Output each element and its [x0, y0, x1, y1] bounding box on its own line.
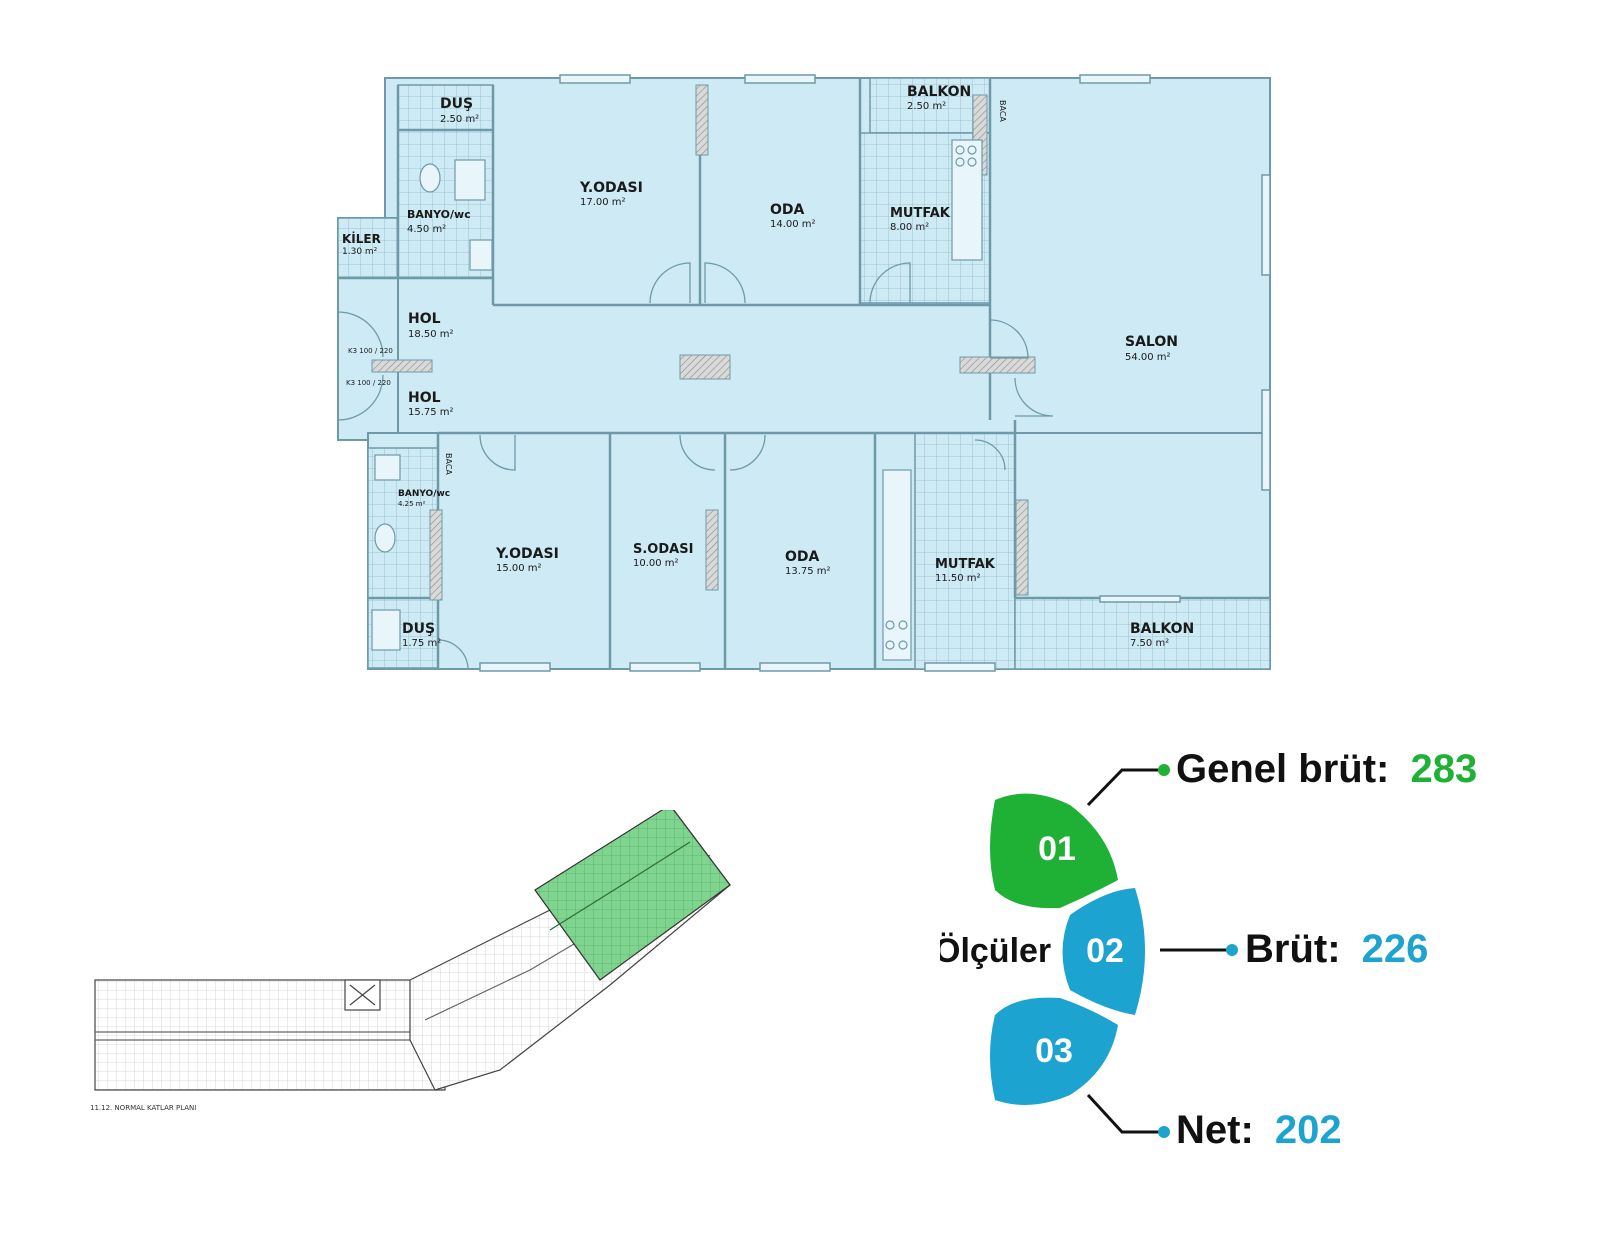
legend-item-label: Genel brüt:	[1176, 747, 1389, 791]
connector-dot	[1226, 944, 1238, 956]
room-area: 18.50 m²	[408, 329, 454, 340]
room-area: 2.50 m²	[440, 114, 479, 125]
room-area: 2.50 m²	[907, 101, 946, 112]
shaft-hatches	[371, 84, 1036, 601]
room-area: 4.25 m²	[398, 500, 426, 508]
room-name: Y.ODASI	[495, 546, 559, 562]
room-name: BALKON	[907, 84, 971, 100]
segment-02-number: 02	[1086, 932, 1124, 970]
room-area: 15.00 m²	[496, 563, 542, 574]
room-area: 17.00 m²	[580, 197, 626, 208]
room-area: 10.00 m²	[633, 558, 679, 569]
room-name: DUŞ	[402, 621, 435, 637]
wet-areas	[337, 77, 1271, 670]
segment-01	[990, 793, 1118, 909]
legend-center-label: Ölçüler	[940, 932, 1051, 970]
room-name: ODA	[785, 549, 820, 565]
room-area: 54.00 m²	[1125, 352, 1171, 363]
room-name: MUTFAK	[935, 557, 996, 572]
room-name: S.ODASI	[633, 542, 693, 557]
measurements-legend: 01 02 03 Ölçüler Genel brüt: 283 Brüt: 2…	[940, 747, 1477, 1152]
key-plan: 11.12. NORMAL KATLAR PLANI	[90, 810, 731, 1112]
room-name: SALON	[1125, 334, 1178, 350]
segment-03-number: 03	[1035, 1032, 1073, 1070]
room-area: 11.50 m²	[935, 573, 981, 584]
building-straight-wing	[94, 979, 446, 1091]
floor-plan: DUŞ 2.50 m² BANYO/wc 4.50 m² KİLER 1.30 …	[337, 74, 1271, 672]
room-labels: DUŞ 2.50 m² BANYO/wc 4.50 m² KİLER 1.30 …	[342, 84, 1194, 649]
legend-item-02: Brüt: 226	[1245, 927, 1428, 971]
room-area: 8.00 m²	[890, 222, 929, 233]
windows	[479, 74, 1271, 672]
legend-item-value: 283	[1410, 747, 1477, 791]
baca-label: BACA	[998, 100, 1007, 122]
legend-item-label: Brüt:	[1245, 927, 1341, 971]
fixtures	[371, 139, 983, 661]
room-name: BANYO/wc	[398, 489, 450, 499]
room-area: 7.50 m²	[1130, 638, 1169, 649]
door-label: K3 100 / 220	[346, 379, 391, 387]
room-name: MUTFAK	[890, 206, 951, 221]
highlighted-unit	[534, 810, 731, 981]
room-area: 13.75 m²	[785, 566, 831, 577]
room-name: HOL	[408, 390, 441, 406]
keyplan-caption: 11.12. NORMAL KATLAR PLANI	[90, 1104, 196, 1112]
baca-label: BACA	[444, 453, 453, 475]
room-name: DUŞ	[440, 96, 473, 112]
room-area: 1.75 m²	[402, 638, 441, 649]
legend-item-03: Net: 202	[1176, 1108, 1342, 1152]
room-area: 4.50 m²	[407, 224, 446, 235]
door-label: K3 100 / 220	[348, 347, 393, 355]
room-name: KİLER	[342, 231, 381, 246]
legend-item-label: Net:	[1176, 1108, 1254, 1152]
room-name: ODA	[770, 202, 805, 218]
connector-dot	[1158, 764, 1170, 776]
legend-item-value: 226	[1362, 927, 1429, 971]
interior-walls	[338, 78, 1270, 669]
legend-item-01: Genel brüt: 283	[1176, 747, 1477, 791]
room-name: HOL	[408, 311, 441, 327]
connector-dot	[1158, 1126, 1170, 1138]
room-area: 15.75 m²	[408, 407, 454, 418]
legend-item-value: 202	[1275, 1108, 1342, 1152]
door-swings	[337, 262, 1054, 669]
segment-01-number: 01	[1038, 830, 1076, 868]
segment-03	[990, 997, 1118, 1105]
room-area: 1.30 m²	[342, 247, 378, 257]
room-name: BANYO/wc	[407, 208, 471, 221]
room-area: 14.00 m²	[770, 219, 816, 230]
segment-02	[1062, 888, 1145, 1015]
connector-lines	[1086, 768, 1230, 1134]
room-name: Y.ODASI	[579, 180, 643, 196]
room-name: BALKON	[1130, 621, 1194, 637]
